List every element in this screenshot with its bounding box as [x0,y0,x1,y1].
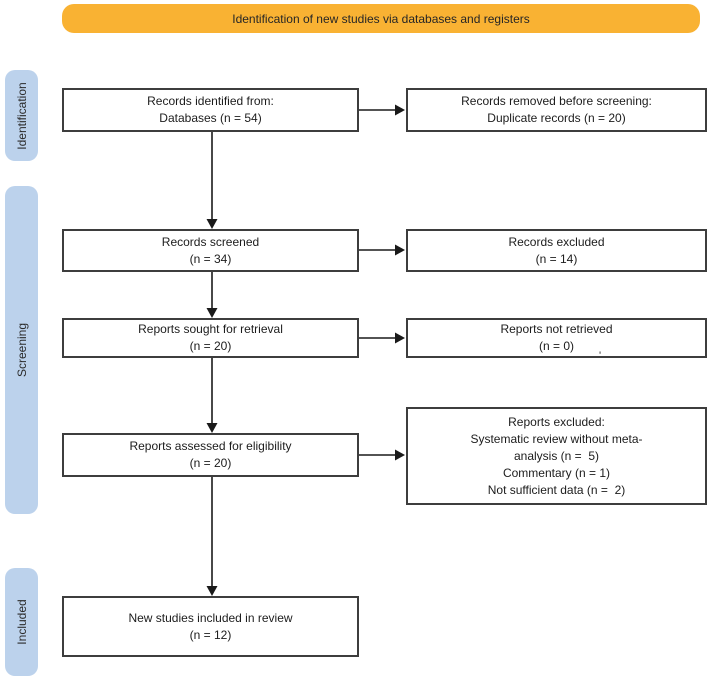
box-records-screened: Records screened (n = 34) [62,229,359,272]
arrowhead-assessed-to-reports-excluded [395,449,405,461]
arrowhead-assessed-to-included [206,586,218,596]
box-records-identified: Records identified from: Databases (n = … [62,88,359,132]
stray-mark: ' [599,350,602,362]
banner: Identification of new studies via databa… [62,4,700,33]
stage-identification: Identification [5,70,38,161]
box-line: (n = 20) [189,339,232,353]
arrowhead-identified-to-screened [206,219,218,229]
stage-included: Included [5,568,38,676]
box-line: Reports assessed for eligibility [129,439,292,453]
arrowhead-sought-to-assessed [206,423,218,433]
arrowhead-screened-to-sought [206,308,218,318]
box-line: Records removed before screening: [461,94,652,108]
box-line: (n = 34) [189,251,232,266]
box-reports-sought: Reports sought for retrieval (n = 20) [62,318,359,358]
box-line: (n = 12) [189,627,232,642]
box-line: Databases (n = 54) [159,111,262,125]
box-records-excluded: Records excluded (n = 14) [406,229,707,272]
box-line: analysis (n = 5) [513,448,600,463]
box-line: (n = 0) [538,339,574,353]
box-reports-assessed: Reports assessed for eligibility (n = 20… [62,433,359,477]
box-line: Systematic review without meta- [470,431,643,446]
box-records-removed: Records removed before screening: Duplic… [406,88,707,132]
box-line: Records identified from: [147,94,274,108]
box-line: Records screened [161,234,260,249]
arrowhead-identified-to-removed [395,104,405,116]
box-line: Reports not retrieved [500,322,613,336]
box-line: Reports sought for retrieval [138,322,283,336]
box-line: Not sufficient data (n = 2) [487,482,626,497]
arrowhead-screened-to-excluded [395,244,405,256]
box-line: (n = 20) [189,456,232,470]
box-line: Reports excluded: [508,414,605,429]
box-line: New studies included in review [128,610,293,625]
box-line: Records excluded [508,234,605,249]
stage-screening: Screening [5,186,38,514]
box-line: (n = 14) [535,251,578,266]
box-line: Duplicate records (n = 20) [487,111,626,125]
box-reports-not-retrieved: Reports not retrieved (n = 0) [406,318,707,358]
stage-included-label: Included [14,599,29,645]
box-line: Commentary (n = 1) [502,465,611,480]
stage-identification-label: Identification [14,81,29,150]
box-reports-excluded: Reports excluded: Systematic review with… [406,407,707,505]
box-new-studies-included: New studies included in review (n = 12) [62,596,359,657]
stage-screening-label: Screening [14,322,29,378]
arrowhead-sought-to-not-retrieved [395,332,405,344]
banner-title: Identification of new studies via databa… [232,11,530,26]
